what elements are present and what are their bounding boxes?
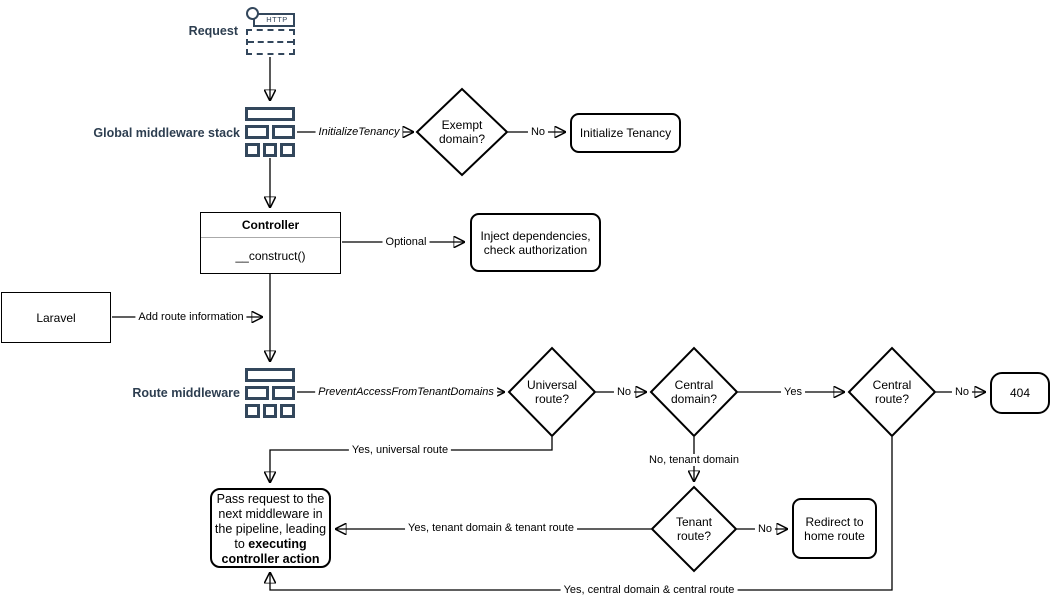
controller-node: Controller __construct()	[200, 212, 341, 274]
http-icon-circle	[246, 7, 259, 20]
exempt-domain-diamond	[415, 87, 509, 177]
http-icon-body	[246, 29, 295, 55]
exempt-domain-label: Exempt domain?	[438, 118, 486, 146]
request-label: Request	[188, 24, 238, 38]
tenant-route-label: Tenant route?	[675, 515, 713, 543]
stack-cell	[245, 386, 269, 400]
stack-row	[245, 125, 295, 139]
central-domain-diamond	[649, 346, 739, 438]
edge-label-no-tenant-domain: No, tenant domain	[646, 454, 742, 466]
stack-cell	[280, 143, 296, 157]
laravel-node: Laravel	[1, 292, 111, 343]
stack-row	[245, 386, 295, 400]
edge-label-central-route-no: No	[951, 386, 973, 398]
pass-request-node: Pass request to the next middleware in t…	[210, 488, 331, 568]
redirect-home-route-node: Redirect to home route	[792, 498, 877, 559]
edge-label-central-domain-yes: Yes	[781, 386, 805, 398]
edge-label-add-route-information: Add route information	[135, 311, 247, 323]
edge-label-yes-universal-route: Yes, universal route	[348, 444, 452, 456]
edge-label-exempt-no: No	[527, 126, 549, 138]
edge-label-optional: Optional	[382, 236, 430, 248]
stack-row	[245, 404, 296, 418]
http-icon-divider	[248, 41, 293, 43]
stack-cell	[245, 404, 260, 418]
http-request-icon: HTTP	[245, 7, 296, 55]
route-middleware-stack-icon	[245, 368, 296, 418]
stack-cell	[245, 125, 269, 139]
stack-cell	[245, 368, 295, 382]
stack-cell	[280, 404, 296, 418]
initialize-tenancy-node: Initialize Tenancy	[570, 113, 681, 153]
stack-cell	[262, 143, 278, 157]
stack-row	[245, 107, 295, 121]
pass-request-text: Pass request to the next middleware in t…	[214, 492, 327, 551]
controller-title: Controller	[201, 213, 340, 238]
edge-label-prevent-access: PreventAccessFromTenantDomains	[315, 386, 497, 398]
universal-route-diamond	[507, 346, 597, 438]
central-route-diamond	[847, 346, 937, 438]
stack-row	[245, 143, 296, 157]
inject-dependencies-node: Inject dependencies, check authorization	[470, 213, 601, 272]
edge-label-initialize-tenancy: InitializeTenancy	[315, 126, 403, 138]
http-icon-header: HTTP	[253, 13, 295, 27]
edge-label-universal-no: No	[613, 386, 635, 398]
stack-cell	[271, 386, 295, 400]
universal-route-label: Universal route?	[526, 378, 577, 406]
stack-row	[245, 368, 295, 382]
stack-cell	[245, 143, 260, 157]
central-route-label: Central route?	[872, 378, 912, 406]
route-middleware-label: Route middleware	[132, 386, 240, 400]
stack-cell	[245, 107, 295, 121]
pass-request-emphasis: executing controller action	[221, 537, 320, 566]
edge-label-yes-central-domain-route: Yes, central domain & central route	[560, 584, 738, 596]
edge-label-tenant-no: No	[754, 523, 776, 535]
global-middleware-stack-label: Global middleware stack	[93, 126, 240, 140]
global-middleware-stack-icon	[245, 107, 296, 157]
controller-construct-method: __construct()	[235, 248, 306, 263]
edge-label-yes-tenant-domain-route: Yes, tenant domain & tenant route	[405, 522, 577, 534]
tenant-route-diamond	[650, 485, 738, 573]
not-found-404-node: 404	[990, 372, 1050, 414]
stack-cell	[262, 404, 278, 418]
central-domain-label: Central domain?	[670, 378, 718, 406]
stack-cell	[271, 125, 295, 139]
